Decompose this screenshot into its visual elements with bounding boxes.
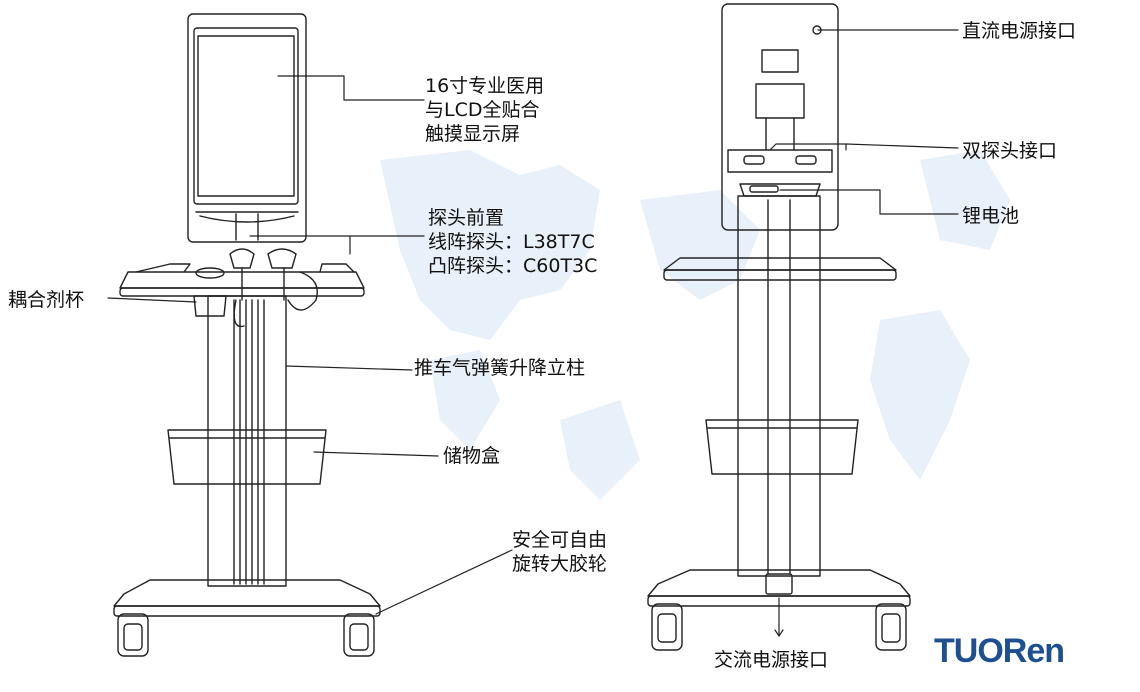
ac-port-socket	[765, 573, 793, 595]
label-screen-line-1: 16寸专业医用	[425, 75, 545, 97]
label-wheels: 安全可自由 旋转大胶轮	[512, 528, 607, 576]
label-probes: 探头前置 线阵探头：L38T7C 凸阵探头：C60T3C	[428, 206, 597, 278]
label-probes-line-2: 线阵探头：L38T7C	[428, 231, 595, 253]
monitor-frame	[187, 13, 307, 243]
vesa-mount	[755, 83, 805, 119]
rear-tray	[663, 257, 897, 271]
label-battery: 锂电池	[962, 205, 1020, 227]
storage-box	[167, 429, 327, 485]
label-screen: 16寸专业医用 与LCD全贴合 触摸显示屏	[425, 74, 544, 146]
probe-port-panel	[727, 149, 833, 173]
label-probes-line-3: 凸阵探头：C60T3C	[428, 255, 598, 277]
tray	[119, 271, 365, 289]
label-wheels-line-2: 旋转大胶轮	[512, 553, 608, 575]
rear-base	[647, 569, 911, 597]
label-wheels-line-1: 安全可自由	[512, 529, 608, 551]
label-storage-box: 储物盒	[443, 445, 501, 467]
callout-lines	[107, 29, 959, 637]
rear-column	[737, 195, 821, 577]
label-ac-port: 交流电源接口	[714, 649, 829, 671]
label-lift-column: 推车气弹簧升降立柱	[414, 357, 586, 379]
label-gel-cup: 耦合剂杯	[8, 289, 85, 311]
monitor-screen	[197, 35, 295, 197]
gel-cup	[193, 295, 227, 317]
label-screen-line-3: 触摸显示屏	[425, 123, 521, 145]
label-plate	[761, 49, 799, 73]
monitor-back	[721, 3, 839, 231]
linear-probe	[229, 248, 255, 269]
left-cart	[113, 13, 381, 657]
right-cart	[647, 3, 911, 651]
label-probes-line-1: 探头前置	[428, 207, 505, 229]
world-map-watermark	[380, 150, 1010, 500]
label-screen-line-2: 与LCD全贴合	[425, 99, 540, 121]
base	[113, 579, 381, 607]
wheel-left	[117, 613, 149, 657]
label-dual-probe-port: 双探头接口	[962, 140, 1058, 162]
convex-probe	[267, 248, 297, 269]
lift-column	[207, 295, 287, 587]
rear-storage-box	[705, 419, 859, 475]
wheel-right	[343, 613, 375, 657]
tuoren-logo: TUORen	[934, 632, 1065, 670]
label-dc-port: 直流电源接口	[962, 20, 1077, 42]
